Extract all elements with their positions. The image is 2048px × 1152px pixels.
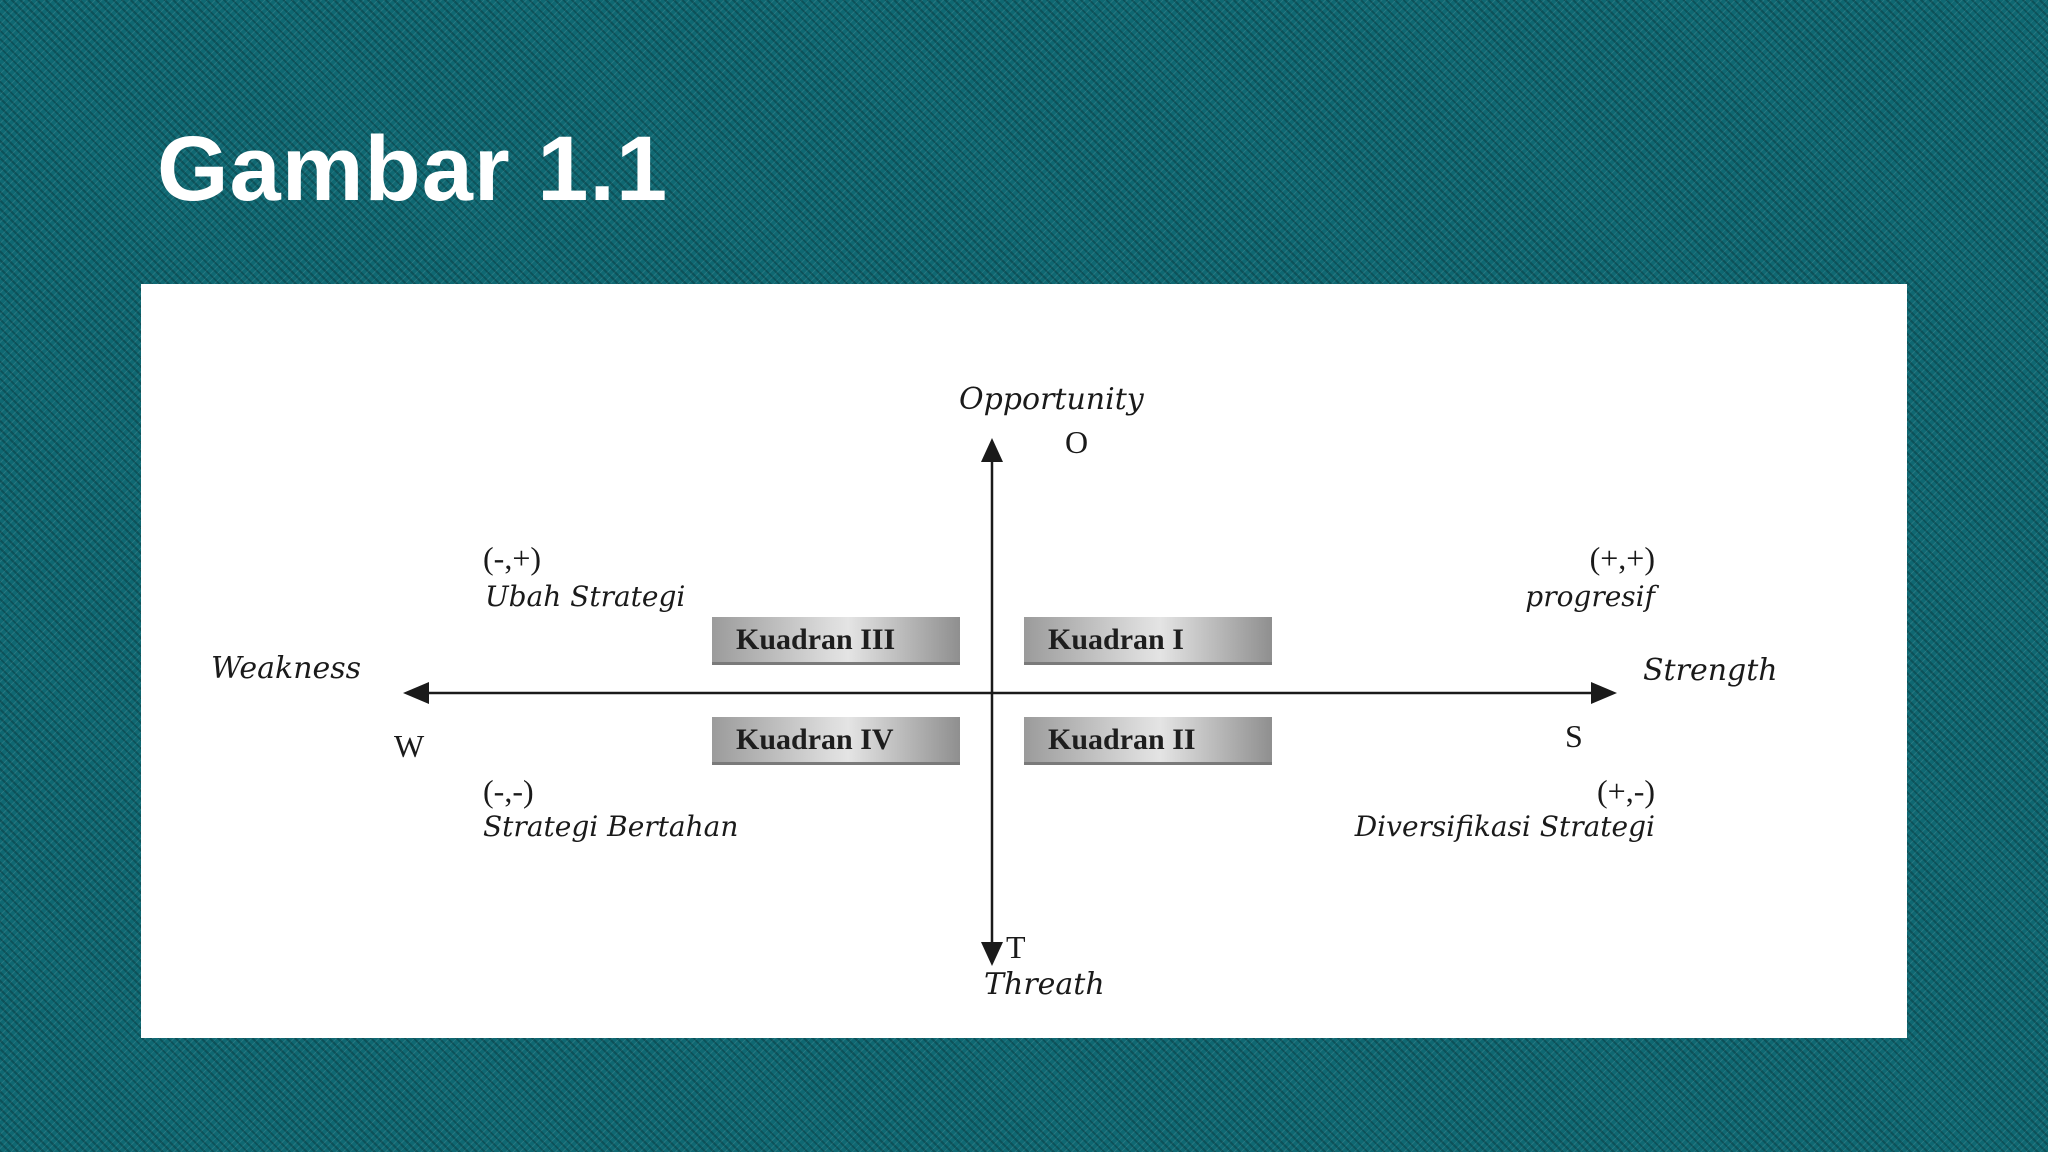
arrow-up-icon	[981, 438, 1003, 462]
quadrant-4-strategy: Strategi Bertahan	[483, 810, 739, 843]
quadrant-4-box: Kuadran IV	[712, 717, 960, 765]
axis-label-weakness: Weakness	[211, 651, 362, 686]
quadrant-2-sign: (+,-)	[1596, 773, 1655, 809]
axis-letter-t: T	[1006, 929, 1026, 965]
quadrant-1-strategy: progresif	[1525, 580, 1655, 613]
swot-axes	[403, 438, 1617, 966]
axis-letter-s: S	[1565, 718, 1583, 754]
quadrant-2-box: Kuadran II	[1024, 717, 1272, 765]
axis-label-opportunity: Opportunity	[959, 382, 1144, 417]
quadrant-1-box: Kuadran I	[1024, 617, 1272, 665]
axis-letter-w: W	[394, 728, 425, 764]
axis-letter-o: O	[1065, 424, 1089, 460]
quadrant-1-sign: (+,+)	[1589, 540, 1655, 576]
axis-label-strength: Strength	[1643, 653, 1778, 688]
arrow-right-icon	[1591, 682, 1617, 704]
quadrant-3-strategy: Ubah Strategi	[485, 580, 686, 613]
slide-title: Gambar 1.1	[157, 118, 669, 220]
quadrant-3-sign: (-,+)	[483, 540, 542, 576]
arrow-down-icon	[981, 942, 1003, 966]
quadrant-2-strategy: Diversifikasi Strategi	[1354, 810, 1655, 843]
quadrant-4-sign: (-,-)	[483, 773, 534, 809]
axis-label-threath: Threath	[984, 967, 1105, 1002]
quadrant-3-box: Kuadran III	[712, 617, 960, 665]
swot-diagram-panel: Opportunity O T Threath Weakness W Stren…	[141, 284, 1907, 1038]
arrow-left-icon	[403, 682, 429, 704]
